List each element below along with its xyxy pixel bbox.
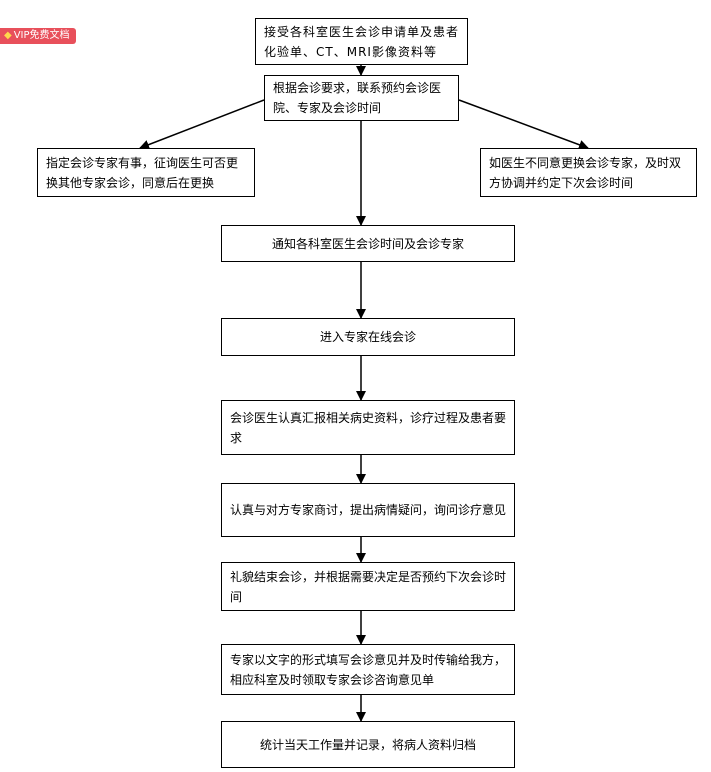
step-notify-departments-text: 通知各科室医生会诊时间及会诊专家 — [271, 236, 464, 251]
step-receive-application-text: 接受各科室医生会诊申请单及患者化验单、CT、MRI影像资料等 — [264, 24, 460, 59]
step-end-consult-text: 礼貌结束会诊，并根据需要决定是否预约下次会诊时间 — [230, 569, 507, 604]
step-enter-online-consult-text: 进入专家在线会诊 — [319, 330, 416, 344]
step-enter-online-consult: 进入专家在线会诊 — [221, 318, 515, 356]
step-report-history-text: 会诊医生认真汇报相关病史资料，诊疗过程及患者要求 — [230, 410, 507, 445]
step-report-history: 会诊医生认真汇报相关病史资料，诊疗过程及患者要求 — [221, 400, 515, 455]
step-expert-unavailable: 指定会诊专家有事，征询医生可否更换其他专家会诊，同意后在更换 — [37, 148, 255, 197]
arrow-n2-n4 — [458, 99, 589, 150]
step-discuss-with-expert: 认真与对方专家商讨，提出病情疑问，询问诊疗意见 — [221, 483, 515, 537]
step-contact-schedule-text: 根据会诊要求，联系预约会诊医院、专家及会诊时间 — [273, 81, 442, 115]
step-contact-schedule: 根据会诊要求，联系预约会诊医院、专家及会诊时间 — [264, 75, 459, 121]
arrow-n2-n3 — [139, 99, 265, 150]
step-written-opinion-text: 专家以文字的形式填写会诊意见并及时传输给我方，相应科室及时领取专家会诊咨询意见单 — [230, 652, 507, 687]
step-archive-records: 统计当天工作量并记录，将病人资料归档 — [221, 721, 515, 768]
diamond-icon: ◆ — [4, 30, 12, 41]
step-receive-application: 接受各科室医生会诊申请单及患者化验单、CT、MRI影像资料等 — [255, 18, 468, 65]
step-archive-records-text: 统计当天工作量并记录，将病人资料归档 — [259, 737, 476, 752]
step-doctor-disagrees-text: 如医生不同意更换会诊专家，及时双方协调并约定下次会诊时间 — [489, 155, 682, 190]
step-written-opinion: 专家以文字的形式填写会诊意见并及时传输给我方，相应科室及时领取专家会诊咨询意见单 — [221, 644, 515, 695]
step-discuss-with-expert-text: 认真与对方专家商讨，提出病情疑问，询问诊疗意见 — [230, 503, 507, 517]
step-doctor-disagrees: 如医生不同意更换会诊专家，及时双方协调并约定下次会诊时间 — [480, 148, 697, 197]
badge-label: VIP免费文档 — [13, 30, 70, 41]
step-end-consult: 礼貌结束会诊，并根据需要决定是否预约下次会诊时间 — [221, 562, 515, 611]
step-expert-unavailable-text: 指定会诊专家有事，征询医生可否更换其他专家会诊，同意后在更换 — [46, 155, 239, 190]
vip-free-doc-badge: ◆ VIP免费文档 — [0, 28, 76, 44]
step-notify-departments: 通知各科室医生会诊时间及会诊专家 — [221, 225, 515, 262]
